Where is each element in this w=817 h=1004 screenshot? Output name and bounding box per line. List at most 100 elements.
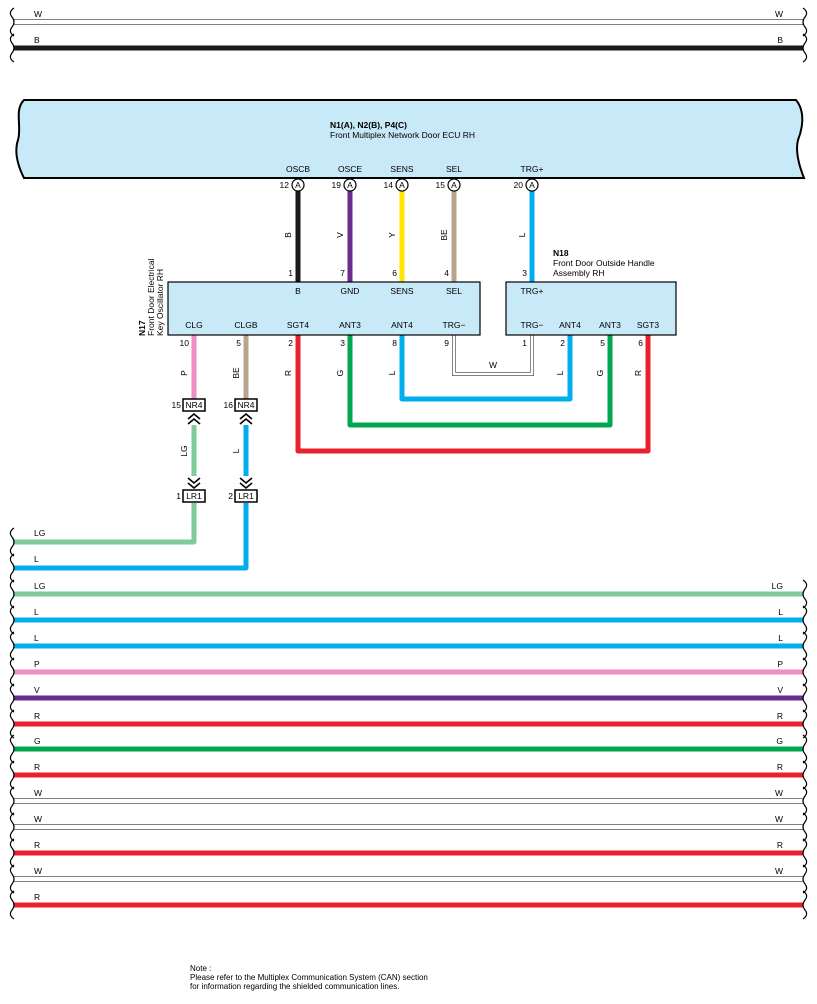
- bottom-bus-5-left-break: [9, 709, 15, 739]
- n17-code: N17: [137, 320, 147, 336]
- nr4-left-connector-number: 15: [172, 400, 182, 410]
- ecu-wire-code-1: V: [335, 232, 345, 238]
- bottom-bus-label-right-7: R: [777, 762, 783, 772]
- wire-layer: [9, 7, 808, 920]
- lr1-right-chevron-0: [239, 482, 253, 490]
- nr4-left-chevron-1: [187, 417, 201, 425]
- bottom-bus-1-left-break: [9, 605, 15, 635]
- n17-bottom-wire-code-0: P: [179, 370, 189, 376]
- bottom-bus-label-left-5: R: [34, 711, 40, 721]
- n17-name-line1: Front Door Electrical: [146, 258, 156, 336]
- n18-top-pin-number-0: 3: [522, 268, 527, 278]
- bottom-bus-5-right-break: [802, 709, 808, 739]
- n17-bottom-wire-code-1: BE: [231, 367, 241, 379]
- n17-top-pin-number-0: 1: [288, 268, 293, 278]
- ecu-pin-connector-2: [395, 178, 409, 192]
- n17-bottom-pin-number-3: 3: [340, 338, 345, 348]
- n17-bottom-wire-code-4: L: [387, 370, 397, 375]
- bottom-bus-label-left-2: L: [34, 633, 39, 643]
- bottom-bus-8-right-break: [802, 786, 808, 816]
- bottom-bus-label-left-12: R: [34, 892, 40, 902]
- ant3-wire: [347, 335, 613, 428]
- n18-top-pin-label-0: TRG+: [521, 286, 544, 296]
- clgb-lower-wire: [14, 503, 249, 571]
- n17-top-pin-number-3: 4: [444, 268, 449, 278]
- lr1-left-connector-name: LR1: [186, 491, 202, 501]
- nr4-right-connector-number: 16: [224, 400, 234, 410]
- n17-bottom-wire-code-3: G: [335, 370, 345, 377]
- bottom-bus-label-right-4: V: [777, 685, 783, 695]
- clgb-middle-wire-code: L: [231, 448, 241, 453]
- n18-outside-handle-assembly: N18 Front Door Outside Handle Assembly R…: [505, 248, 677, 336]
- n17-key-oscillator: N17 Front Door Electrical Key Oscillator…: [137, 258, 481, 336]
- ecu-pin-connector-letter-3: A: [451, 180, 457, 190]
- ecu-code: N1(A), N2(B), P4(C): [330, 120, 407, 130]
- bottom-bus-6-left-break: [9, 734, 15, 764]
- n18-bottom-pin-label-3: SGT3: [637, 320, 659, 330]
- note-line-1: Please refer to the Multiplex Communicat…: [190, 973, 428, 982]
- ecu-pin-label-1: OSCE: [338, 164, 362, 174]
- bottom-bus-label-right-5: R: [777, 711, 783, 721]
- ecu-pin-label-2: SENS: [390, 164, 413, 174]
- n17-bottom-pin-label-0: CLG: [185, 320, 202, 330]
- ecu-pin-label-0: OSCB: [286, 164, 310, 174]
- sgt-wire: [295, 335, 651, 454]
- n17-top-pin-number-2: 6: [392, 268, 397, 278]
- bottom-bus-10-right-break: [802, 838, 808, 868]
- clg-lower-wire: [14, 503, 197, 545]
- ecu-pin-label-3: SEL: [446, 164, 462, 174]
- bottom-bus-label-right-6: G: [776, 736, 783, 746]
- n18-bottom-pin-label-2: ANT3: [599, 320, 621, 330]
- front-multiplex-network-door-ecu: N1(A), N2(B), P4(C) Front Multiplex Netw…: [15, 99, 806, 179]
- lr1-left-connector-number: 1: [176, 491, 181, 501]
- n18-bottom-pin-number-0: 1: [522, 338, 527, 348]
- partial-bus-label-0: LG: [34, 528, 45, 538]
- n17-body: [167, 281, 481, 336]
- bottom-bus-label-right-2: L: [778, 633, 783, 643]
- ecu-pin-number-4: 20: [514, 180, 524, 190]
- n18-code: N18: [553, 248, 569, 258]
- n17-top-pin-label-2: SENS: [390, 286, 413, 296]
- lr1-left-connector-box: [182, 489, 206, 503]
- ecu-pin-connector-letter-1: A: [347, 180, 353, 190]
- lr1-left-chevron-0: [187, 482, 201, 490]
- bottom-bus-label-right-0: LG: [772, 581, 783, 591]
- bottom-bus-2-left-break: [9, 631, 15, 661]
- n18-bottom-pin-label-0: TRG−: [521, 320, 544, 330]
- bottom-bus-0-right-break: [802, 579, 808, 609]
- n18-body: [505, 281, 677, 336]
- n17-top-pin-label-0: B: [295, 286, 301, 296]
- ecu-wire-code-3: BE: [439, 229, 449, 241]
- n18-name-line1: Front Door Outside Handle: [553, 258, 655, 268]
- bottom-bus-label-right-1: L: [778, 607, 783, 617]
- top-bus-0-right-break: [802, 7, 808, 37]
- n17-bottom-pin-number-5: 9: [444, 338, 449, 348]
- n17-top-pin-label-3: SEL: [446, 286, 462, 296]
- top-bus-label-left-1: B: [34, 35, 40, 45]
- bottom-bus-label-left-11: W: [34, 866, 42, 876]
- bottom-bus-3-left-break: [9, 657, 15, 687]
- bottom-bus-label-left-4: V: [34, 685, 40, 695]
- top-bus-1-right-break: [802, 33, 808, 63]
- bottom-bus-9-left-break: [9, 812, 15, 842]
- nr4-right-connector-name: NR4: [237, 400, 254, 410]
- ecu-pin-label-4: TRG+: [521, 164, 544, 174]
- top-bus-label-left-0: W: [34, 9, 42, 19]
- bottom-bus-label-right-8: W: [775, 788, 783, 798]
- lr1-right-connector-name: LR1: [238, 491, 254, 501]
- nr4-right-chevron-0: [239, 412, 253, 420]
- bottom-bus-label-left-6: G: [34, 736, 41, 746]
- bottom-bus-6-right-break: [802, 734, 808, 764]
- bottom-bus-4-right-break: [802, 683, 808, 713]
- partial-bus-label-1: L: [34, 554, 39, 564]
- bottom-bus-label-left-3: P: [34, 659, 40, 669]
- bottom-bus-11-right-break: [802, 864, 808, 894]
- top-bus-1-left-break: [9, 33, 15, 63]
- ecu-pin-number-2: 14: [384, 180, 394, 190]
- trg-minus-wire: [452, 335, 534, 376]
- n18-bottom-pin-label-1: ANT4: [559, 320, 581, 330]
- bottom-bus-2-right-break: [802, 631, 808, 661]
- n17-bottom-pin-number-2: 2: [288, 338, 293, 348]
